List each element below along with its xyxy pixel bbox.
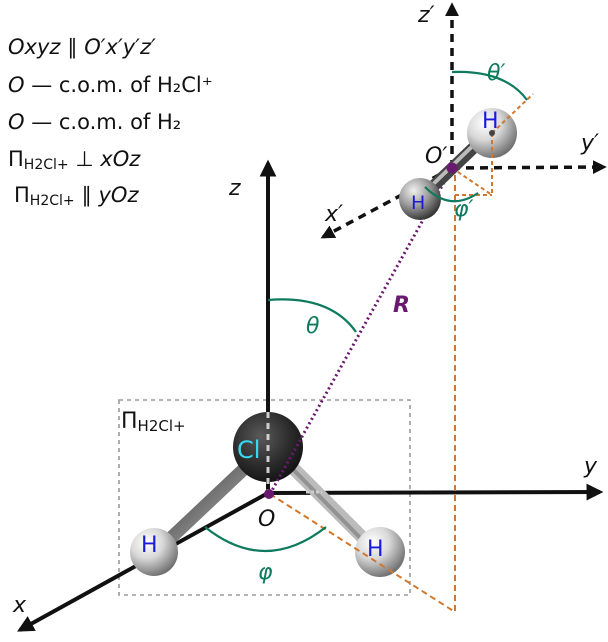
- label-vector-r: R: [393, 293, 410, 318]
- legend-line-2-text: — c.o.m. of H₂Cl⁺: [25, 73, 213, 97]
- hydrogen-atom-left: [130, 528, 178, 576]
- h2-axis-extension: [491, 93, 534, 134]
- label-theta-prime: θ′: [487, 61, 505, 86]
- label-phi-prime: φ′: [454, 197, 474, 222]
- legend-line-4-sub: H2Cl+: [24, 157, 69, 173]
- h2-projection-diagonal: [451, 167, 493, 196]
- label-x: x: [12, 593, 27, 618]
- label-atom-h-left: H: [141, 533, 158, 558]
- label-atom-h-front: H: [411, 192, 425, 214]
- theta-prime-arc: [451, 70, 528, 101]
- vector-r: [268, 167, 454, 495]
- legend-line-4-pi: Π: [8, 147, 24, 171]
- origin-prime-point: [446, 162, 458, 174]
- legend-line-3-o: O: [8, 110, 25, 134]
- label-phi: φ: [258, 560, 273, 585]
- label-origin-prime: O′: [425, 144, 447, 169]
- yp-axis: [451, 160, 607, 175]
- plane-box: [118, 399, 411, 596]
- legend-line-5-rel: ∥: [75, 183, 99, 207]
- legend-line-5-plane: yOz: [98, 183, 140, 207]
- legend-line-5-sub: H2Cl+: [30, 193, 75, 209]
- legend-line-2-o: O: [8, 73, 25, 97]
- legend-line-4: ΠH2Cl+ ⊥ xOz: [8, 147, 141, 173]
- label-xp: x′: [324, 202, 343, 227]
- hydrogen-atom-front: [399, 178, 441, 220]
- label-zp: z′: [417, 3, 435, 28]
- phi-prime-arc: [424, 186, 479, 203]
- legend-line-3-text: — c.o.m. of H₂: [25, 110, 182, 134]
- label-atom-h-right: H: [367, 537, 384, 562]
- legend-line-5: ΠH2Cl+ ∥ yOz: [14, 183, 139, 209]
- h2-upper-center: [489, 130, 495, 136]
- origin-point: [264, 489, 274, 499]
- label-theta: θ: [306, 314, 320, 339]
- theta-arc: [267, 298, 357, 333]
- label-atom-cl: Cl: [237, 436, 260, 464]
- label-origin: O: [258, 507, 275, 532]
- label-yp: y′: [580, 131, 599, 156]
- label-z: z: [228, 176, 241, 201]
- legend-line-2: O — c.o.m. of H₂Cl⁺: [8, 73, 213, 97]
- label-y: y: [583, 454, 598, 479]
- plane-pi: Π: [121, 409, 138, 434]
- plane-sub: H2Cl+: [138, 417, 186, 435]
- legend-line-4-plane: xOz: [99, 147, 141, 171]
- label-plane: ΠH2Cl+: [121, 409, 186, 435]
- xp-axis: [320, 166, 453, 239]
- legend-line-1: Oxyz ∥ O′x′y′z′: [8, 35, 156, 59]
- hydrogen-atom-right: [355, 527, 405, 577]
- legend-line-3: O — c.o.m. of H₂: [8, 110, 181, 134]
- projection-to-origin: [269, 493, 456, 613]
- label-atom-h-upper: H: [482, 109, 499, 134]
- legend-line-4-rel: ⊥: [69, 147, 101, 171]
- legend-line-5-pi: Π: [14, 183, 30, 207]
- phi-arc: [204, 526, 327, 553]
